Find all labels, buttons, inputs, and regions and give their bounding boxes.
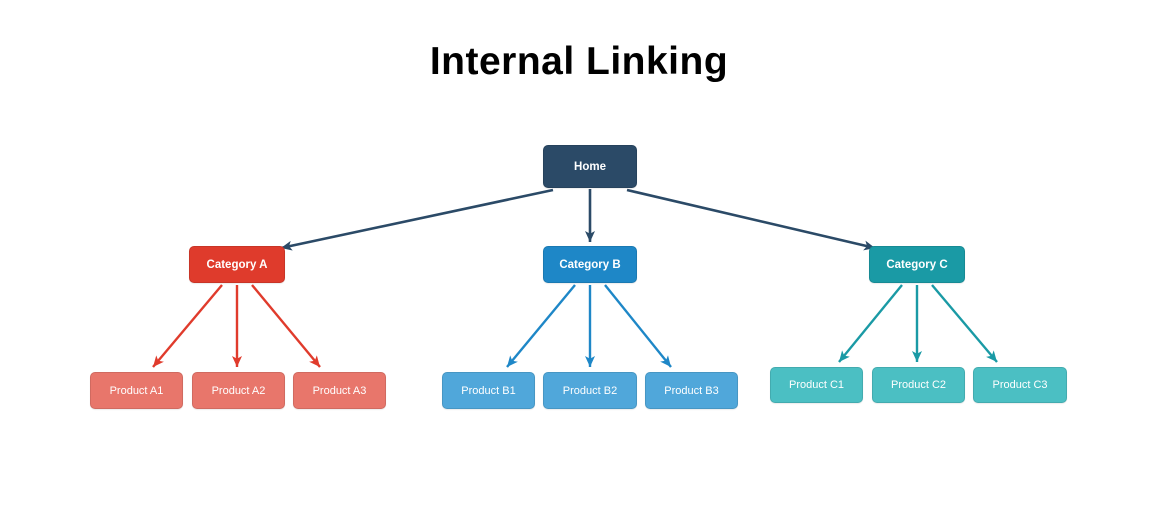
node-category-c: Category C (869, 246, 965, 283)
edge-category-b-product-b3 (604, 284, 672, 368)
edge-home-category-a (280, 188, 554, 251)
edge-category-a-product-a1 (152, 284, 223, 368)
node-product-b3: Product B3 (645, 372, 738, 409)
edge-home-category-c (626, 188, 876, 251)
node-product-b1: Product B1 (442, 372, 535, 409)
node-category-b: Category B (543, 246, 637, 283)
edge-category-c-product-c3 (931, 284, 998, 363)
diagram-title: Internal Linking (429, 40, 729, 83)
node-product-a2: Product A2 (192, 372, 285, 409)
edge-category-a-product-a3 (251, 284, 321, 368)
node-product-a1: Product A1 (90, 372, 183, 409)
node-product-c2: Product C2 (872, 367, 965, 403)
node-product-c1: Product C1 (770, 367, 863, 403)
node-category-a: Category A (189, 246, 285, 283)
node-home: Home (543, 145, 637, 188)
node-product-b2: Product B2 (543, 372, 637, 409)
node-product-c3: Product C3 (973, 367, 1067, 403)
node-product-a3: Product A3 (293, 372, 386, 409)
edge-category-b-product-b1 (506, 284, 576, 368)
edge-category-c-product-c1 (838, 284, 903, 363)
